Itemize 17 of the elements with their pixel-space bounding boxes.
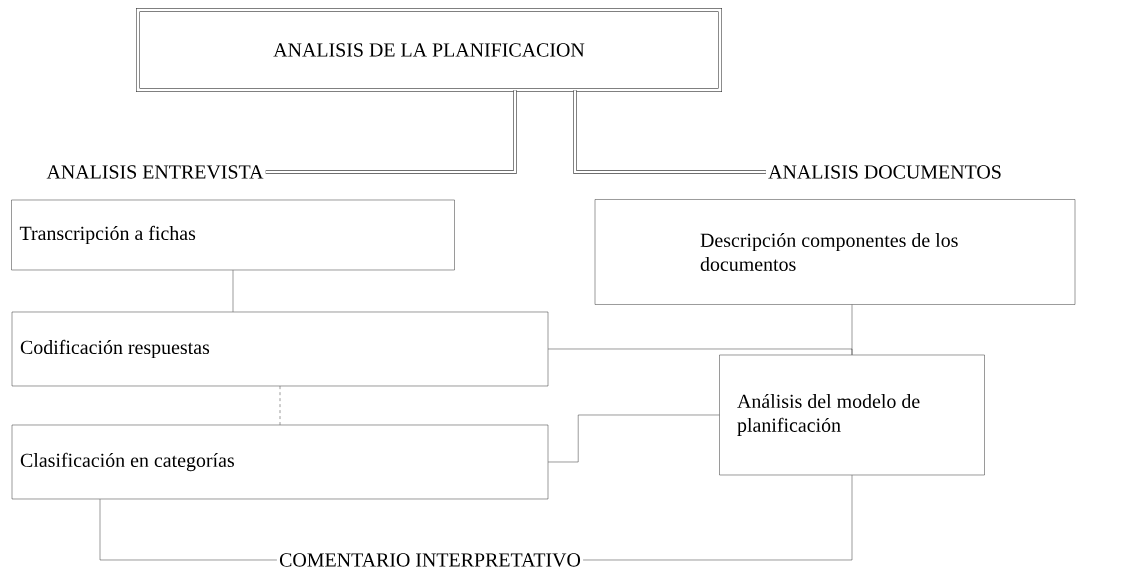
process-box: Análisis del modelo de planificación: [719, 354, 985, 476]
connector-line: [232, 270, 234, 312]
connector-line: [99, 499, 278, 561]
process-box: Transcripción a fichas: [11, 199, 455, 271]
connector-line: [279, 386, 281, 425]
heading-text: COMENTARIO INTERPRETATIVO: [279, 553, 581, 567]
connector-line: [265, 90, 517, 174]
process-box: Descripción componentes de los documentos: [594, 199, 1076, 305]
connector-line: [548, 414, 720, 463]
heading-text: ANALISIS ENTREVISTA: [46, 165, 264, 179]
heading-text: ANALISIS DOCUMENTOS: [768, 165, 1001, 179]
process-box: Clasificación en categorías: [11, 424, 549, 500]
connector-line: [548, 348, 853, 355]
process-box: Codificación respuestas: [11, 311, 549, 387]
title-box: ANALISIS DE LA PLANIFICACION: [136, 8, 722, 92]
connector-line: [573, 90, 766, 174]
connector-line: [582, 475, 853, 561]
